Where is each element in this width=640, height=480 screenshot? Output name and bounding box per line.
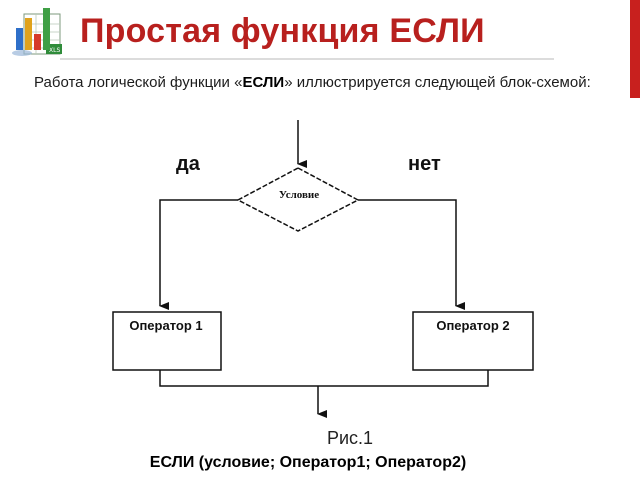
operator2-label: Оператор 2: [436, 318, 509, 333]
accent-bar: [630, 0, 640, 98]
operator1-label: Оператор 1: [129, 318, 202, 333]
title-divider: [60, 58, 554, 60]
condition-diamond: [236, 167, 360, 232]
intro-text-before: Работа логической функции «: [34, 74, 243, 91]
intro-keyword: ЕСЛИ: [242, 74, 285, 91]
spreadsheet-chart-icon: XLS: [12, 8, 62, 56]
operator2-box: [412, 311, 534, 371]
svg-text:XLS: XLS: [49, 47, 60, 54]
page-title: Простая функция ЕСЛИ: [80, 12, 485, 50]
merge-line: [159, 370, 489, 387]
condition-label: Условие: [279, 189, 319, 201]
yes-label: да: [176, 153, 201, 175]
no-branch-arrow: [358, 199, 465, 310]
intro-text-after: » иллюстрируется следующей блок-схемой:: [284, 74, 591, 91]
operator1-box: [112, 311, 222, 371]
figure-caption: Рис.1: [326, 428, 374, 448]
formula-text: ЕСЛИ (условие; Оператор1; Оператор2): [149, 454, 467, 471]
intro-text: Работа логической функции «ЕСЛИ» иллюстр…: [34, 72, 624, 93]
no-label: нет: [408, 153, 441, 175]
yes-branch-arrow: [159, 199, 238, 310]
